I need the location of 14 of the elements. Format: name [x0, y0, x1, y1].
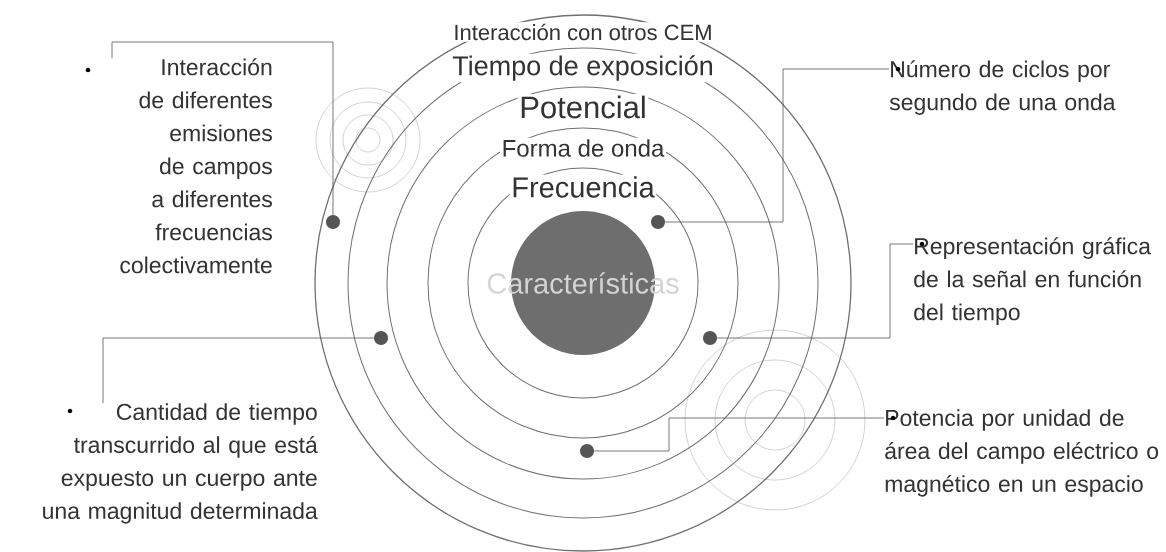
dot	[703, 331, 717, 345]
description-text: Representación gráfica de la señal en función del tiempo	[914, 237, 1151, 325]
description-text: Número de ciclos por segundo de una onda	[889, 60, 1116, 115]
leader-line	[111, 41, 334, 216]
leader-line	[716, 243, 914, 339]
leader-line	[593, 417, 885, 452]
description-text: Interacción de diferentes emisiones de campos a diferentes frecuencias colectivamente	[120, 58, 272, 274]
description-text: Potencia por unidad de área del campo eléctrico o magnético en un espacio	[885, 409, 1159, 497]
leader-line	[102, 337, 375, 404]
dot	[374, 331, 388, 345]
dot	[580, 444, 594, 458]
dot	[651, 215, 665, 229]
dot	[326, 215, 340, 229]
leader-line	[664, 68, 890, 223]
